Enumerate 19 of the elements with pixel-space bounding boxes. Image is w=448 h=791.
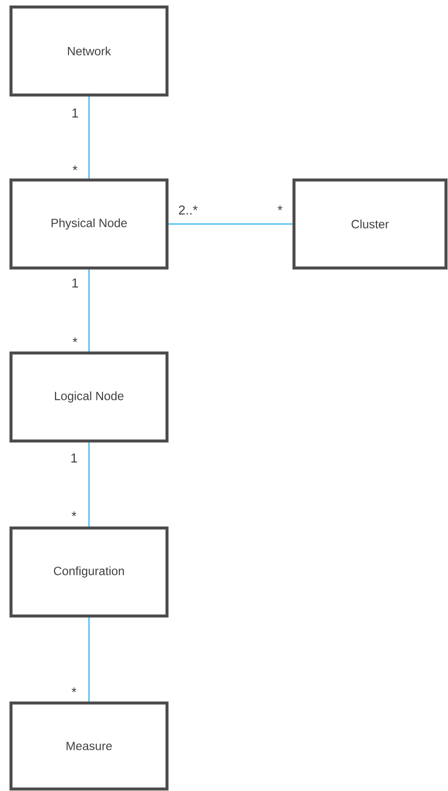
association-line (88, 270, 90, 352)
association-line (88, 96, 90, 178)
multiplicity-label: 1 (72, 108, 78, 118)
association-line (168, 223, 292, 225)
class-box: Configuration (10, 526, 168, 618)
class-box: Logical Node (10, 352, 168, 442)
multiplicity-label: * (72, 512, 76, 516)
association-line (88, 618, 90, 702)
class-box: Measure (10, 702, 168, 790)
class-box: Cluster (292, 178, 448, 270)
association-line (88, 442, 90, 526)
multiplicity-label: 1 (72, 278, 78, 288)
class-box: Network (10, 6, 168, 96)
multiplicity-label: 2..* (178, 205, 198, 215)
multiplicity-label: * (72, 688, 76, 692)
multiplicity-label: * (72, 338, 78, 342)
class-box: Physical Node (10, 178, 168, 270)
multiplicity-label: 1 (71, 454, 77, 462)
multiplicity-label: * (72, 166, 78, 170)
